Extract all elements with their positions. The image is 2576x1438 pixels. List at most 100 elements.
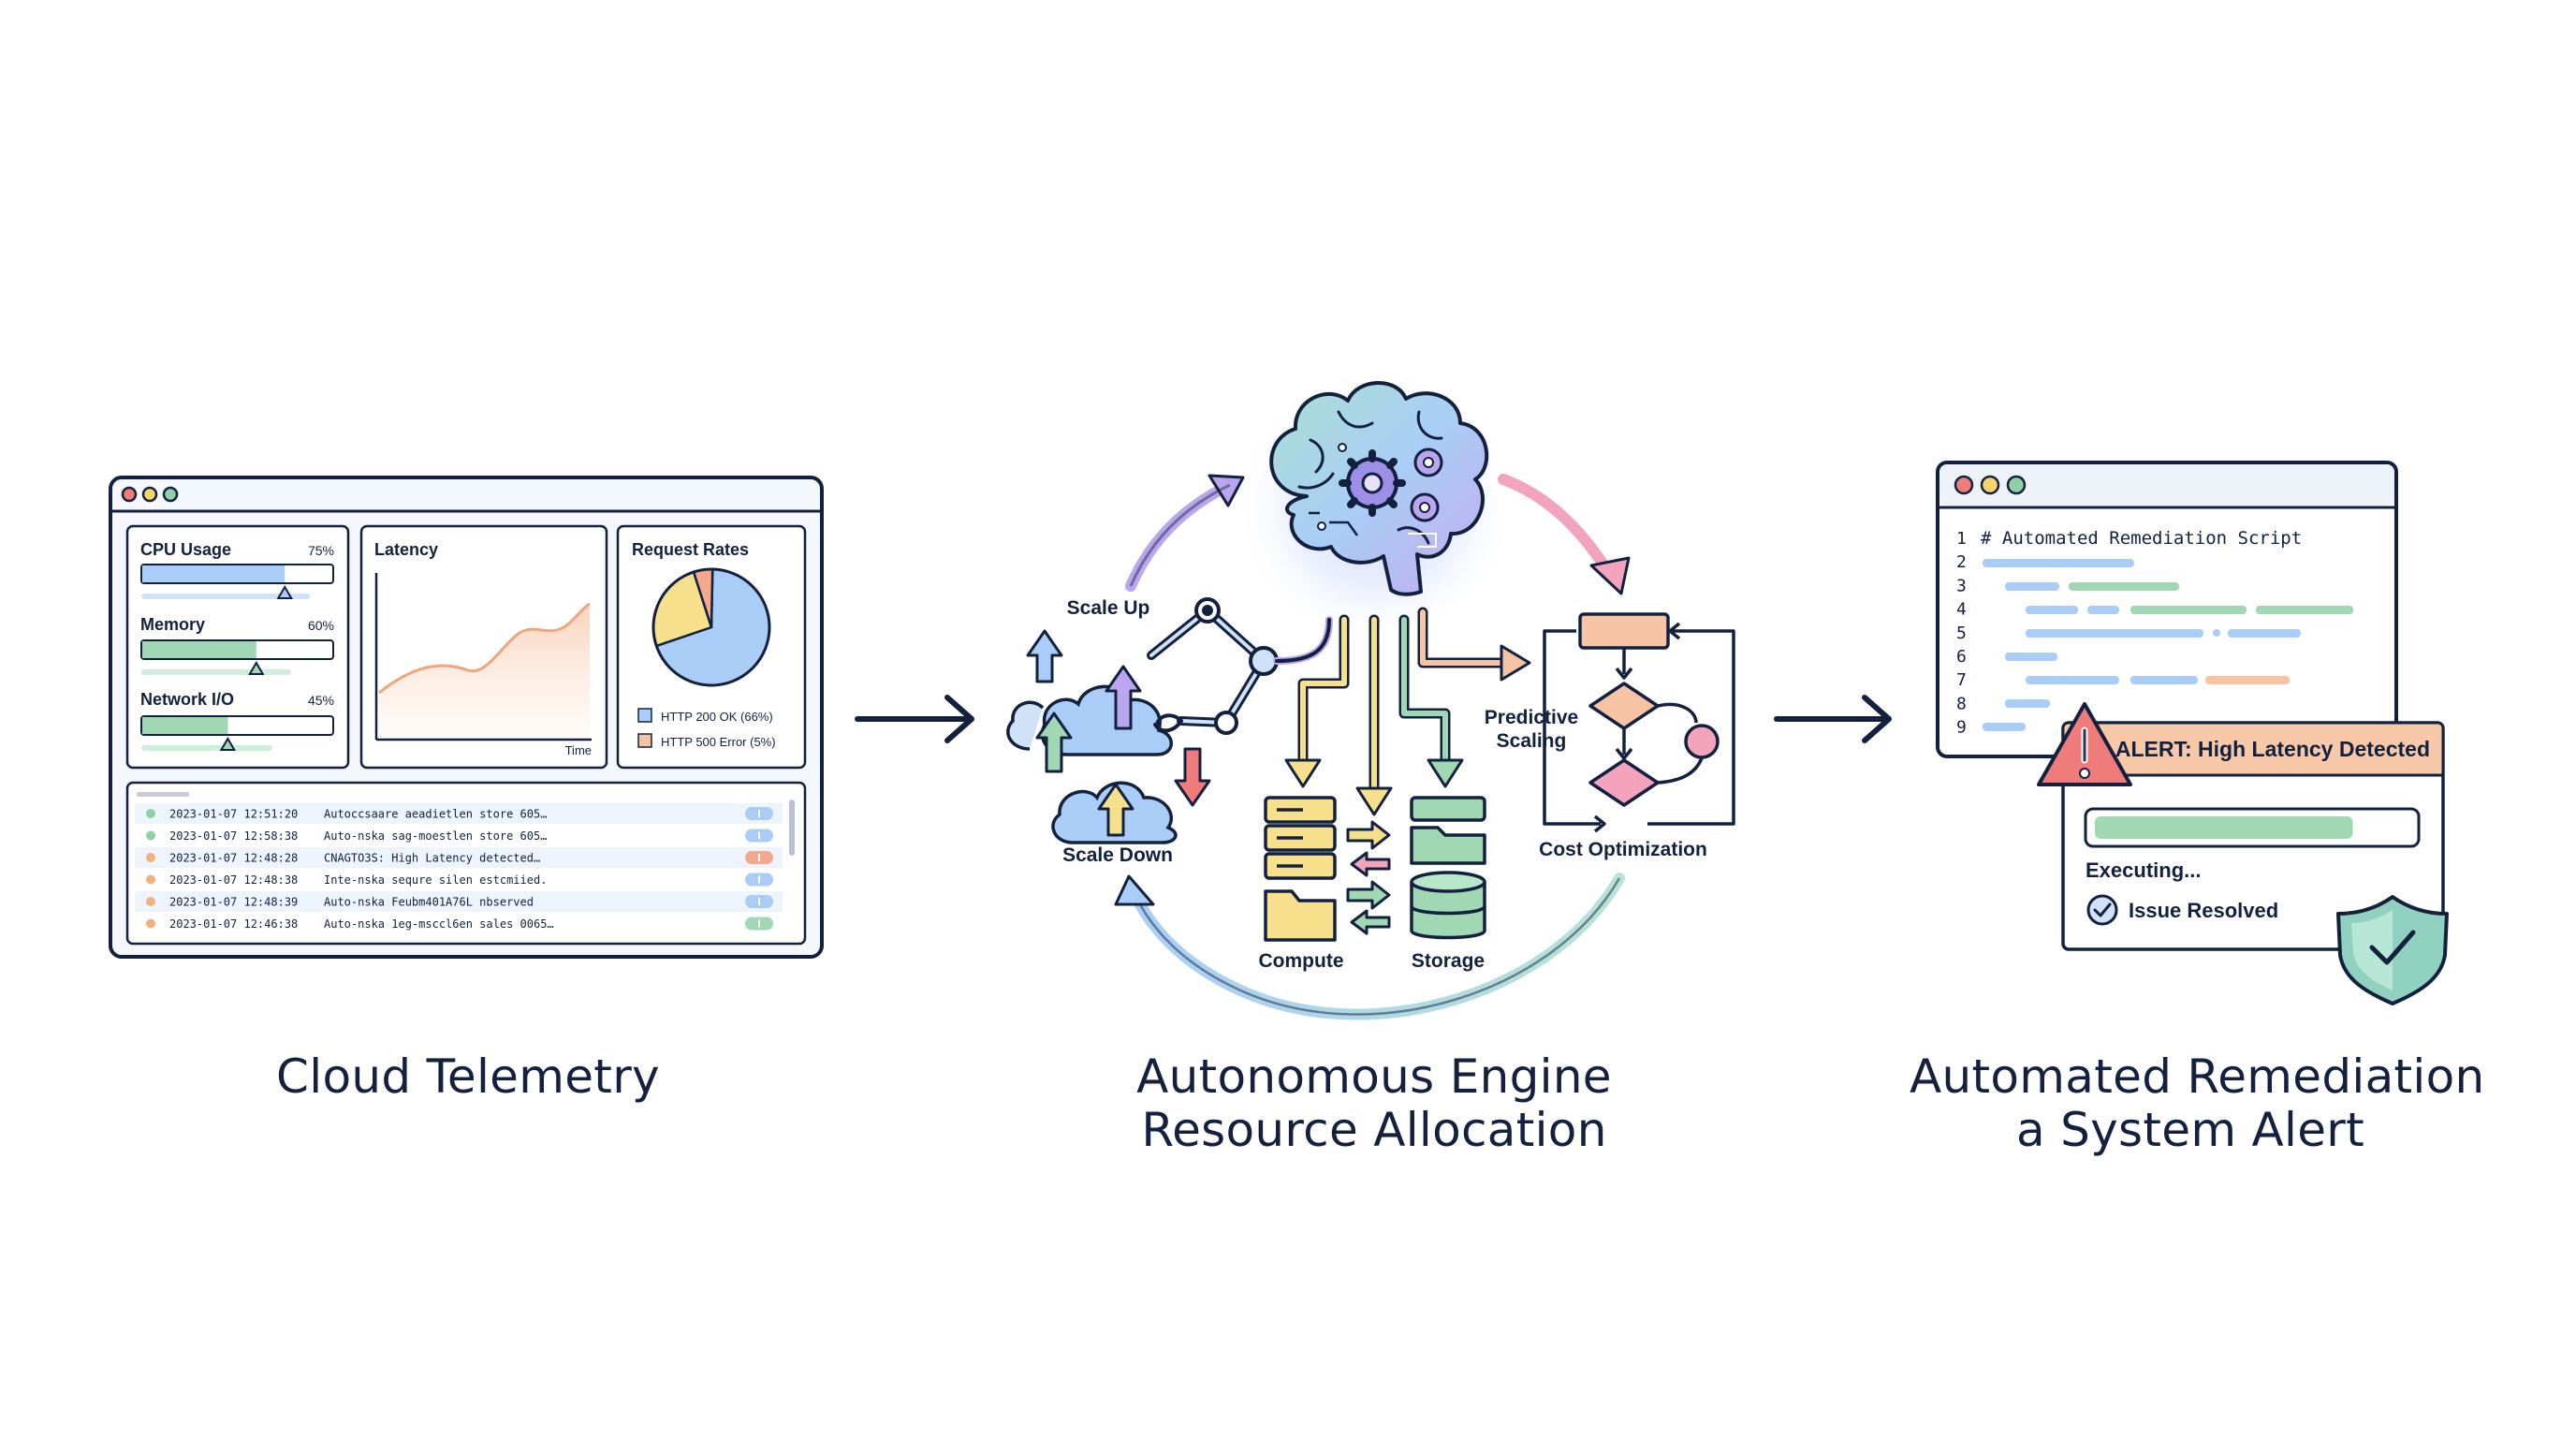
log-timestamp: 2023-01-07 12:51:20 [169, 808, 298, 821]
log-status-dot-icon [146, 897, 155, 906]
network-value: 45% [308, 693, 334, 708]
brain-icon [1269, 381, 1489, 596]
code-lines [1983, 559, 2353, 731]
caption-remediation-line1: Automated Remediation [1910, 1049, 2485, 1104]
log-message: CNAGTO3S: High Latency detected… [324, 852, 540, 865]
log-row-background [135, 891, 783, 912]
alert-title: ALERT: High Latency Detected [2115, 737, 2430, 761]
request-rates-title: Request Rates [632, 540, 749, 559]
network-bar [142, 717, 228, 734]
memory-label: Memory [140, 615, 205, 634]
log-timestamp: 2023-01-07 12:48:39 [169, 896, 298, 909]
shield-check-icon [2336, 895, 2449, 1005]
caption-engine-line2: Resource Allocation [1141, 1103, 1607, 1157]
scale-up-label: Scale Up [1067, 597, 1150, 619]
network-label: Network I/O [140, 690, 234, 709]
allocation-flow-arrows [1284, 607, 1531, 816]
log-message: Auto-nska sag-moestlen store 605… [324, 829, 547, 843]
storage-icon [1410, 796, 1486, 940]
scale-up-curve-arrow-icon [1208, 474, 1245, 507]
line-number: 9 [1956, 718, 1967, 738]
robotic-arm-icon [1147, 597, 1333, 735]
log-timestamp: 2023-01-07 12:48:28 [169, 852, 298, 865]
log-timestamp: 2023-01-07 12:48:38 [169, 873, 298, 887]
cpu-usage-label: CPU Usage [140, 540, 231, 559]
caption-automated-remediation: Automated Remediation a System Alert [1910, 1049, 2485, 1157]
log-row-background [135, 847, 783, 868]
memory-value: 60% [308, 618, 334, 633]
scale-down-label: Scale Down [1062, 844, 1173, 866]
line-number: 3 [1956, 576, 1967, 595]
caption-cloud-telemetry: Cloud Telemetry [187, 1050, 749, 1104]
minimize-dot-icon[interactable] [141, 486, 158, 503]
log-row-background [135, 803, 783, 824]
log-timestamp: 2023-01-07 12:46:38 [169, 917, 298, 931]
log-message: Autoccsaare aeadietlen store 605… [324, 808, 547, 821]
log-status-dot-icon [146, 874, 155, 885]
cpu-slider-handle-icon[interactable] [276, 585, 293, 599]
legend-swatch-500 [637, 733, 652, 748]
maximize-dot-icon[interactable] [162, 486, 179, 503]
network-slider-handle-icon[interactable] [219, 737, 237, 751]
request-rates-pie [651, 567, 771, 687]
log-status-dot-icon [146, 918, 155, 929]
log-message: Auto-nska Feubm401A76L nbserved [324, 896, 534, 909]
check-circle-icon [2086, 894, 2118, 926]
line-number: 5 [1956, 624, 1967, 643]
cpu-usage-bar [142, 565, 285, 582]
loop-arrow-icon [1114, 874, 1155, 906]
cloud-scaling-icon [1006, 629, 1211, 844]
log-list: 2023-01-07 12:51:20 Autoccsaare aeadietle… [135, 803, 783, 931]
line-number: 7 [1956, 670, 1967, 690]
warning-triangle-icon [2037, 702, 2132, 786]
line-number: 1 [1956, 529, 1967, 549]
line-number: 2 [1956, 552, 1967, 572]
line-numbers: 1 2 3 4 5 6 7 8 9 [1956, 529, 1967, 738]
close-dot-icon[interactable] [121, 486, 138, 503]
storage-label: Storage [1412, 950, 1485, 972]
log-status-dot-icon [146, 830, 155, 841]
predictive-flowchart-icon [1543, 612, 1735, 833]
log-status-dot-icon [146, 853, 155, 862]
minimize-dot-icon[interactable] [1980, 475, 2000, 495]
log-message: Auto-nska 1eg-msccl6en sales 0065… [324, 917, 554, 931]
line-number: 6 [1956, 647, 1967, 667]
latency-line [378, 602, 591, 695]
latency-title: Latency [374, 540, 438, 559]
maximize-dot-icon[interactable] [2006, 475, 2027, 495]
flow-arrow-right-icon [855, 695, 974, 743]
memory-slider-handle-icon[interactable] [248, 661, 265, 675]
cpu-usage-value: 75% [308, 543, 334, 558]
line-number: 8 [1956, 694, 1967, 713]
log-scrollbar[interactable] [789, 800, 795, 856]
script-title-comment: # Automated Remediation Script [1981, 528, 2302, 549]
close-dot-icon[interactable] [1954, 475, 1974, 495]
compute-label: Compute [1259, 950, 1344, 972]
legend-label-200: HTTP 200 OK (66%) [661, 710, 773, 724]
flow-arrow-right-icon [1774, 695, 1892, 743]
memory-bar [142, 641, 256, 658]
legend-label-500: HTTP 500 Error (5%) [661, 735, 776, 749]
log-status-dot-icon [146, 809, 155, 818]
pie-outline [651, 567, 771, 687]
caption-cloud-telemetry-text: Cloud Telemetry [276, 1049, 660, 1104]
caption-engine-line1: Autonomous Engine [1136, 1049, 1612, 1104]
log-message: Inte-nska sequre silen estcmiied. [324, 873, 547, 887]
exchange-arrows-icon [1346, 820, 1391, 935]
caption-remediation-line2: a System Alert [2015, 1103, 2365, 1157]
latency-area [379, 604, 590, 738]
execution-progress-bar [2095, 816, 2353, 839]
cost-optimization-label: Cost Optimization [1539, 839, 1707, 860]
log-timestamp: 2023-01-07 12:58:38 [169, 829, 298, 843]
issue-resolved-status: Issue Resolved [2129, 899, 2278, 922]
line-number: 4 [1956, 600, 1967, 620]
legend-swatch-200 [637, 708, 652, 723]
caption-autonomous-engine: Autonomous Engine Resource Allocation [1093, 1050, 1655, 1157]
executing-status: Executing... [2086, 858, 2201, 882]
predictive-curve-arrow-icon [1589, 556, 1631, 595]
predictive-scaling-label-line2: Scaling [1497, 730, 1567, 752]
latency-axis-label: Time [565, 743, 592, 757]
predictive-scaling-label-line1: Predictive [1485, 707, 1578, 728]
compute-server-icon [1264, 796, 1337, 942]
